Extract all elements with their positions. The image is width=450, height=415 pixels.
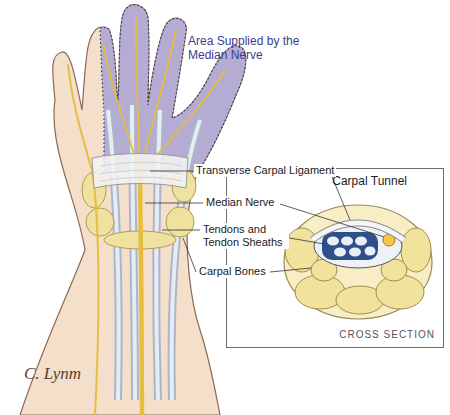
- cross-section: [327, 237, 339, 246]
- cross-section: [327, 237, 376, 257]
- hand-nerves: [140, 175, 142, 415]
- region-label: Area Supplied by the Median Nerve: [186, 34, 302, 63]
- median-area: [100, 5, 246, 172]
- cross-section: [365, 247, 376, 256]
- part-label: Median Nerve: [204, 196, 276, 209]
- leader-lines: [183, 238, 196, 272]
- hand-nerves: [68, 65, 98, 415]
- median-area: [100, 5, 246, 172]
- leader-lines: [162, 230, 200, 231]
- inset-ground: [226, 168, 444, 348]
- cross-section: [284, 205, 432, 319]
- hand-nerves: [136, 18, 140, 175]
- cross-section: [349, 248, 361, 257]
- hand-outline: [20, 5, 246, 415]
- finger-tendons: [108, 110, 119, 400]
- part-label: Tendons and Tendon Sheaths: [201, 223, 289, 249]
- artist-signature: C. Lynm: [22, 364, 83, 384]
- finger-tendons: [108, 110, 119, 400]
- part-label: Carpal Bones: [197, 265, 268, 278]
- hand-carpal-bones: [166, 207, 194, 237]
- inset-ground: [226, 168, 444, 348]
- part-label: Transverse Carpal Ligament: [194, 164, 336, 177]
- leader-lines: [270, 268, 311, 272]
- cross-section: [355, 237, 367, 246]
- inset-caption: CROSS SECTION: [339, 329, 435, 341]
- hand-nerves: [68, 18, 225, 415]
- leader-lines: [145, 203, 203, 204]
- cross-section: [312, 223, 404, 240]
- cross-section: [312, 223, 404, 240]
- leader-lines: [284, 237, 324, 244]
- hand-carpal-bones: [86, 208, 114, 236]
- cross-section: [322, 232, 378, 260]
- cross-section: [341, 237, 353, 246]
- cross-section-box: Carpal TunnelCROSS SECTION: [226, 168, 444, 348]
- cross-section: [285, 228, 431, 314]
- inset-title: Carpal Tunnel: [332, 174, 407, 188]
- leader-lines: [280, 204, 384, 237]
- cross-section: [334, 248, 346, 257]
- finger-tendons: [108, 105, 200, 400]
- leader-lines: [150, 171, 193, 172]
- cross-section: [284, 205, 432, 319]
- hand-outline: [20, 5, 246, 415]
- hand-ligament: [100, 162, 182, 181]
